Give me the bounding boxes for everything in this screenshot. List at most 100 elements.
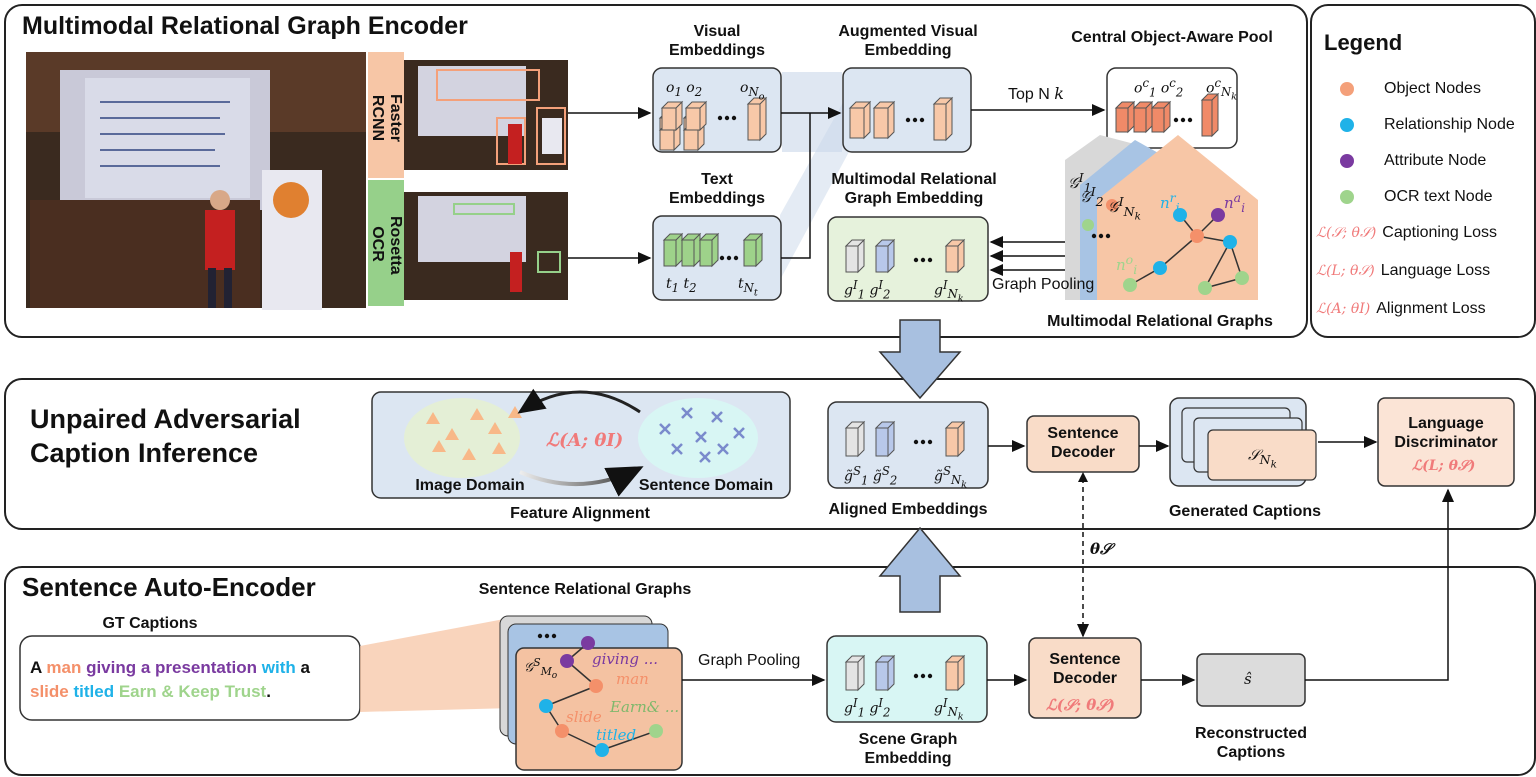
graph-word-man: man <box>616 670 649 688</box>
ellipsis-dot <box>912 117 918 123</box>
feature-alignment-label: Feature Alignment <box>510 505 650 522</box>
ellipsis-dot <box>1091 233 1097 239</box>
legend-loss-1: ℒ(L; θ𝒮) Language Loss <box>1316 262 1490 280</box>
embedding-bar <box>746 96 768 142</box>
scene-graph-embedding-label: Scene Graph Embedding <box>858 731 958 767</box>
ellipsis-dot <box>927 439 933 445</box>
aligned-gn: g̃SNk <box>934 464 968 491</box>
ellipsis-dot <box>733 255 739 261</box>
alignment-loss: ℒ(A; θI) <box>546 430 624 451</box>
ellipsis-dot <box>919 117 925 123</box>
ellipsis-dot <box>717 115 723 121</box>
gt-captions-label: GT Captions <box>102 615 198 632</box>
embedding-bar <box>944 654 966 692</box>
ae-sentence-decoder-label: Sentence Decoder <box>1049 651 1121 687</box>
caption-word: slide <box>30 682 69 701</box>
pool-o-c: oc1 oc2 <box>1134 76 1184 100</box>
language-discriminator-label: Language Discriminator <box>1394 415 1498 451</box>
caption-word: man <box>46 658 82 677</box>
generated-captions-label: Generated Captions <box>1168 503 1322 520</box>
ellipsis-dot <box>927 257 933 263</box>
node-label-nr: nri <box>1160 190 1180 215</box>
ellipsis-dot <box>1098 233 1104 239</box>
legend-label: Relationship Node <box>1384 116 1515 133</box>
legend-dot <box>1340 153 1354 168</box>
augmented-visual-label: Augmented Visual Embedding <box>838 23 978 59</box>
embedding-bar <box>944 238 966 274</box>
theta-label: θ𝒮 <box>1090 540 1112 558</box>
loss-label: Language Loss <box>1380 262 1491 279</box>
visual-embeddings-label: Visual Embeddings <box>668 23 765 59</box>
legend-label: Object Nodes <box>1384 80 1481 97</box>
loss-math: ℒ(𝒮; θ𝒮) <box>1316 225 1377 241</box>
legend-item-1: Relationship Node <box>1318 116 1515 134</box>
autoencoder-title: Sentence Auto-Encoder <box>22 572 316 602</box>
embedding-bar <box>844 420 866 458</box>
legend-dot <box>1340 81 1354 96</box>
language-loss: ℒ(L; θ𝒮) <box>1412 458 1476 474</box>
ellipsis-dot <box>724 115 730 121</box>
scene-g: gI1 gI2 <box>844 696 891 720</box>
embedding-bar <box>874 654 896 692</box>
ellipsis-dot <box>913 439 919 445</box>
graph-word-giving: giving ... <box>592 650 659 668</box>
ocr-photo <box>404 192 568 300</box>
embedding-bar <box>848 100 872 140</box>
ellipsis-dot <box>1105 233 1111 239</box>
legend-dot <box>1340 189 1354 204</box>
legend-label: Attribute Node <box>1384 152 1487 169</box>
text-emb-tn: tNt <box>738 276 758 299</box>
graph-word-slide: slide <box>566 708 602 726</box>
legend-loss-2: ℒ(A; θI)Alignment Loss <box>1316 300 1486 318</box>
ellipsis-dot <box>920 439 926 445</box>
mr-graphs-label: Multimodal Relational Graphs <box>1047 313 1273 330</box>
vis-emb-o1: o1 o2 <box>666 80 703 99</box>
ellipsis-dot <box>920 673 926 679</box>
legend-label: OCR text Node <box>1384 188 1493 205</box>
graph-label-gnk: 𝒢INk <box>1108 194 1141 223</box>
ellipsis-dot <box>905 117 911 123</box>
vis-emb-on: oNo <box>740 80 765 103</box>
aligned-embeddings-label: Aligned Embeddings <box>828 501 988 518</box>
legend-item-3: OCR text Node <box>1318 188 1492 206</box>
aligned-g: g̃S1 g̃S2 <box>844 464 898 488</box>
captioning-loss: ℒ(𝒮; θ𝒮) <box>1046 696 1115 714</box>
legend-item-2: Attribute Node <box>1318 152 1486 170</box>
node-label-no: noi <box>1116 252 1138 277</box>
embedding-bar <box>944 420 966 458</box>
ellipsis-dot <box>913 673 919 679</box>
ellipsis-dot <box>551 633 557 639</box>
ellipsis-dot <box>927 673 933 679</box>
encoder-title: Multimodal Relational Graph Encoder <box>22 12 468 40</box>
ellipsis-dot <box>1187 117 1193 123</box>
embedding-bar <box>680 232 702 268</box>
ae-graph-pooling: Graph Pooling <box>698 652 801 669</box>
legend-panel <box>1310 4 1536 338</box>
legend-item-0: Object Nodes <box>1318 80 1481 98</box>
mrge-g: gI1 gI2 <box>844 278 891 302</box>
scene-gn: gINk <box>934 696 964 723</box>
embedding-bar <box>1150 100 1172 134</box>
caption-word: A <box>30 658 47 677</box>
embedding-bar <box>662 232 684 268</box>
pool-o-nk: ocNk <box>1206 76 1238 103</box>
mrge-gn: gINk <box>934 278 964 305</box>
legend-title: Legend <box>1324 30 1403 55</box>
stage-photo <box>26 52 366 310</box>
sentence-decoder-label: Sentence Decoder <box>1047 425 1119 461</box>
reconstructed-captions-label: Reconstructed Captions <box>1194 725 1308 761</box>
sent-graph-label: 𝒢SMo <box>524 656 558 682</box>
loss-math: ℒ(L; θ𝒮) <box>1316 263 1375 279</box>
caption-word: a <box>295 658 310 677</box>
graph-word-titled: titled <box>596 726 637 744</box>
top-nk-label: Top N k <box>1008 84 1064 103</box>
embedding-bar <box>932 96 954 142</box>
ellipsis-dot <box>731 115 737 121</box>
reconstructed-s: ŝ <box>1244 670 1252 688</box>
embedding-bar <box>742 232 764 268</box>
text-emb-t1: t1 t2 <box>666 276 697 295</box>
loss-math: ℒ(A; θI) <box>1316 301 1371 317</box>
central-pool-label: Central Object-Aware Pool <box>1071 29 1273 46</box>
